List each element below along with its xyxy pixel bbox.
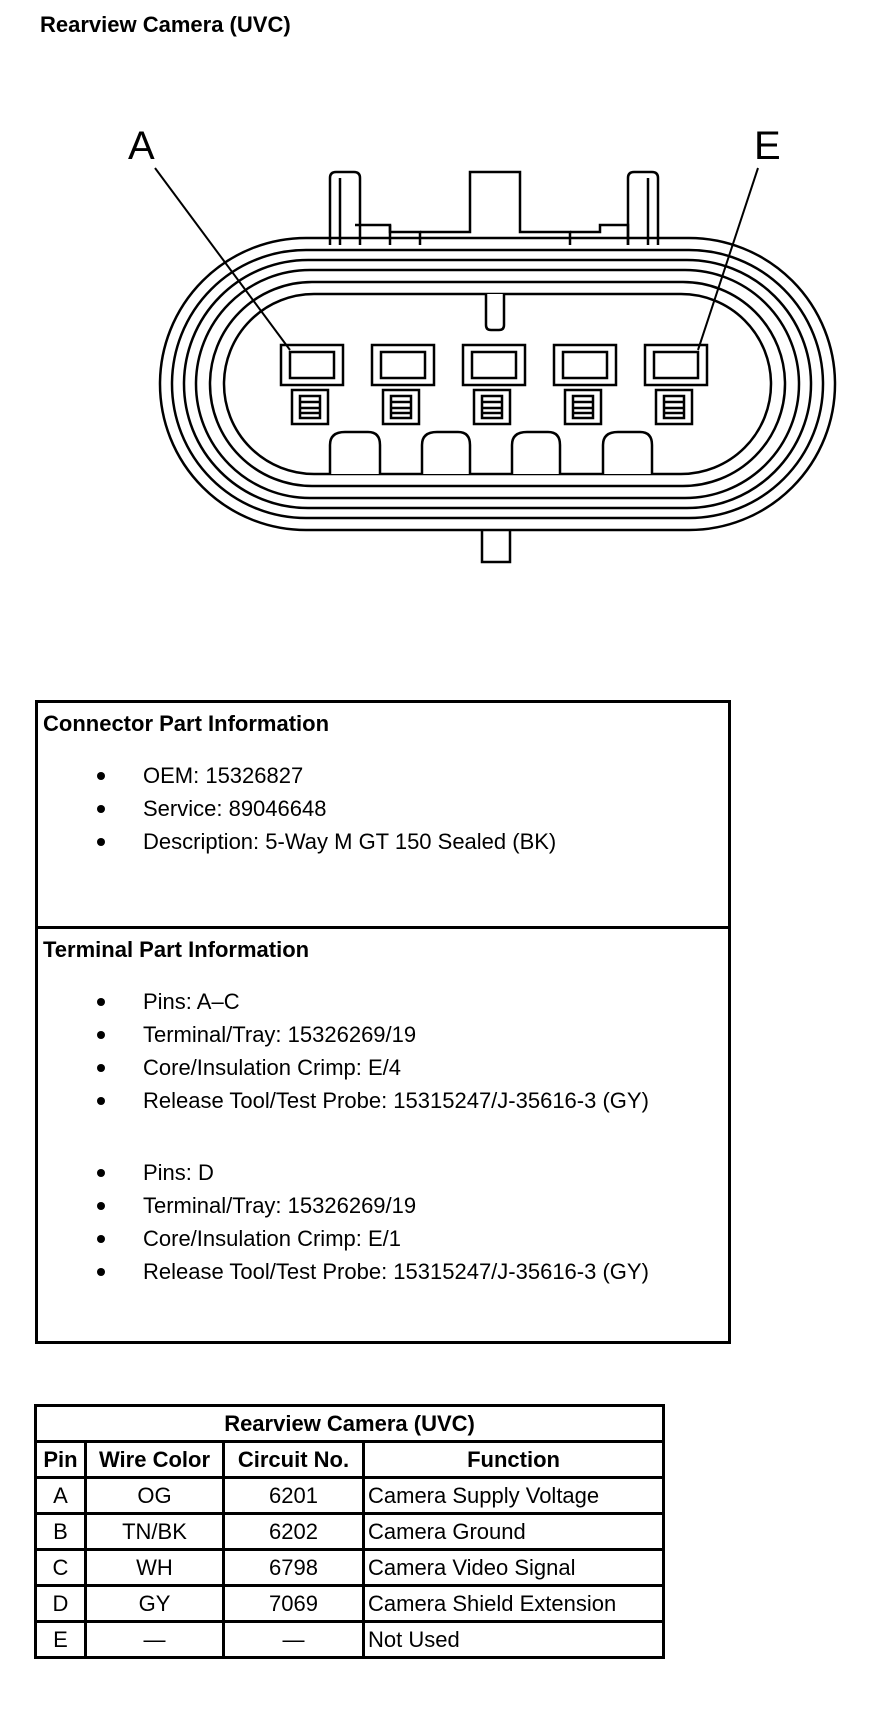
terminal-info-group-1: Pins: A–C Terminal/Tray: 15326269/19 Cor… bbox=[38, 985, 728, 1117]
bottom-key bbox=[480, 530, 512, 564]
leader-line-e bbox=[697, 167, 759, 351]
function-cell: Camera Supply Voltage bbox=[361, 1476, 666, 1515]
table-caption: Rearview Camera (UVC) bbox=[33, 1404, 666, 1443]
table-header-row: Pin Wire Color Circuit No. Function bbox=[34, 1440, 666, 1479]
connector-part-info: Connector Part Information OEM: 15326827… bbox=[38, 711, 728, 929]
function-cell: Camera Video Signal bbox=[361, 1548, 666, 1587]
leader-line-a bbox=[154, 167, 291, 351]
function-cell: Camera Shield Extension bbox=[361, 1584, 666, 1623]
column-header: Circuit No. bbox=[222, 1440, 365, 1479]
cavity-a bbox=[279, 343, 345, 426]
pin-cell: E bbox=[34, 1620, 87, 1659]
list-item: Service: 89046648 bbox=[38, 792, 728, 825]
table-row: D GY 7069 Camera Shield Extension bbox=[34, 1584, 666, 1623]
pin-cell: B bbox=[34, 1512, 87, 1551]
pin-cell: C bbox=[34, 1548, 87, 1587]
connector-top-tabs bbox=[328, 170, 660, 245]
list-item: OEM: 15326827 bbox=[38, 759, 728, 792]
terminal-info-group-2: Pins: D Terminal/Tray: 15326269/19 Core/… bbox=[38, 1156, 728, 1288]
table-row: C WH 6798 Camera Video Signal bbox=[34, 1548, 666, 1587]
circuit-cell: — bbox=[222, 1620, 365, 1659]
circuit-cell: 6202 bbox=[222, 1512, 365, 1551]
wire-color-cell: OG bbox=[84, 1476, 225, 1515]
connector-housing bbox=[158, 236, 837, 532]
table-row: A OG 6201 Camera Supply Voltage bbox=[34, 1476, 666, 1515]
top-key-notch bbox=[484, 294, 506, 332]
list-item: Terminal/Tray: 15326269/19 bbox=[38, 1189, 728, 1222]
wire-color-cell: TN/BK bbox=[84, 1512, 225, 1551]
list-item: Description: 5-Way M GT 150 Sealed (BK) bbox=[38, 825, 728, 858]
cavity-e bbox=[643, 343, 709, 426]
table-caption-row: Rearview Camera (UVC) bbox=[33, 1404, 666, 1443]
part-info-box: Connector Part Information OEM: 15326827… bbox=[35, 700, 731, 1344]
cavity-b bbox=[370, 343, 436, 426]
wire-color-cell: WH bbox=[84, 1548, 225, 1587]
cavity-c bbox=[461, 343, 527, 426]
list-item: Core/Insulation Crimp: E/1 bbox=[38, 1222, 728, 1255]
cavity-d bbox=[552, 343, 618, 426]
list-item: Terminal/Tray: 15326269/19 bbox=[38, 1018, 728, 1051]
pin-cell: D bbox=[34, 1584, 87, 1623]
list-item: Release Tool/Test Probe: 15315247/J-3561… bbox=[38, 1255, 728, 1288]
connector-info-title: Connector Part Information bbox=[43, 711, 330, 736]
terminal-cavities bbox=[279, 343, 709, 426]
pin-label-a: A bbox=[128, 124, 155, 168]
wire-color-cell: — bbox=[84, 1620, 225, 1659]
table-row: E — — Not Used bbox=[34, 1620, 666, 1659]
pin-label-e: E bbox=[754, 124, 781, 168]
column-header: Pin bbox=[34, 1440, 87, 1479]
page-title: Rearview Camera (UVC) bbox=[40, 12, 291, 37]
table-row: B TN/BK 6202 Camera Ground bbox=[34, 1512, 666, 1551]
list-item: Core/Insulation Crimp: E/4 bbox=[38, 1051, 728, 1084]
wire-color-cell: GY bbox=[84, 1584, 225, 1623]
pin-cell: A bbox=[34, 1476, 87, 1515]
column-header: Wire Color bbox=[84, 1440, 225, 1479]
list-item: Pins: D bbox=[38, 1156, 728, 1189]
circuit-cell: 7069 bbox=[222, 1584, 365, 1623]
terminal-part-info: Terminal Part Information Pins: A–C Term… bbox=[38, 937, 728, 1288]
connector-info-list: OEM: 15326827 Service: 89046648 Descript… bbox=[38, 759, 728, 858]
circuit-cell: 6798 bbox=[222, 1548, 365, 1587]
column-header: Function bbox=[361, 1440, 666, 1479]
function-cell: Camera Ground bbox=[361, 1512, 666, 1551]
list-item: Release Tool/Test Probe: 15315247/J-3561… bbox=[38, 1084, 728, 1117]
function-cell: Not Used bbox=[361, 1620, 666, 1659]
terminal-info-title: Terminal Part Information bbox=[43, 937, 310, 962]
circuit-cell: 6201 bbox=[222, 1476, 365, 1515]
list-item: Pins: A–C bbox=[38, 985, 728, 1018]
connector-diagram bbox=[154, 167, 837, 564]
bottom-ribs bbox=[328, 430, 654, 474]
pin-table: Rearview Camera (UVC) Pin Wire Color Cir… bbox=[33, 1404, 666, 1659]
